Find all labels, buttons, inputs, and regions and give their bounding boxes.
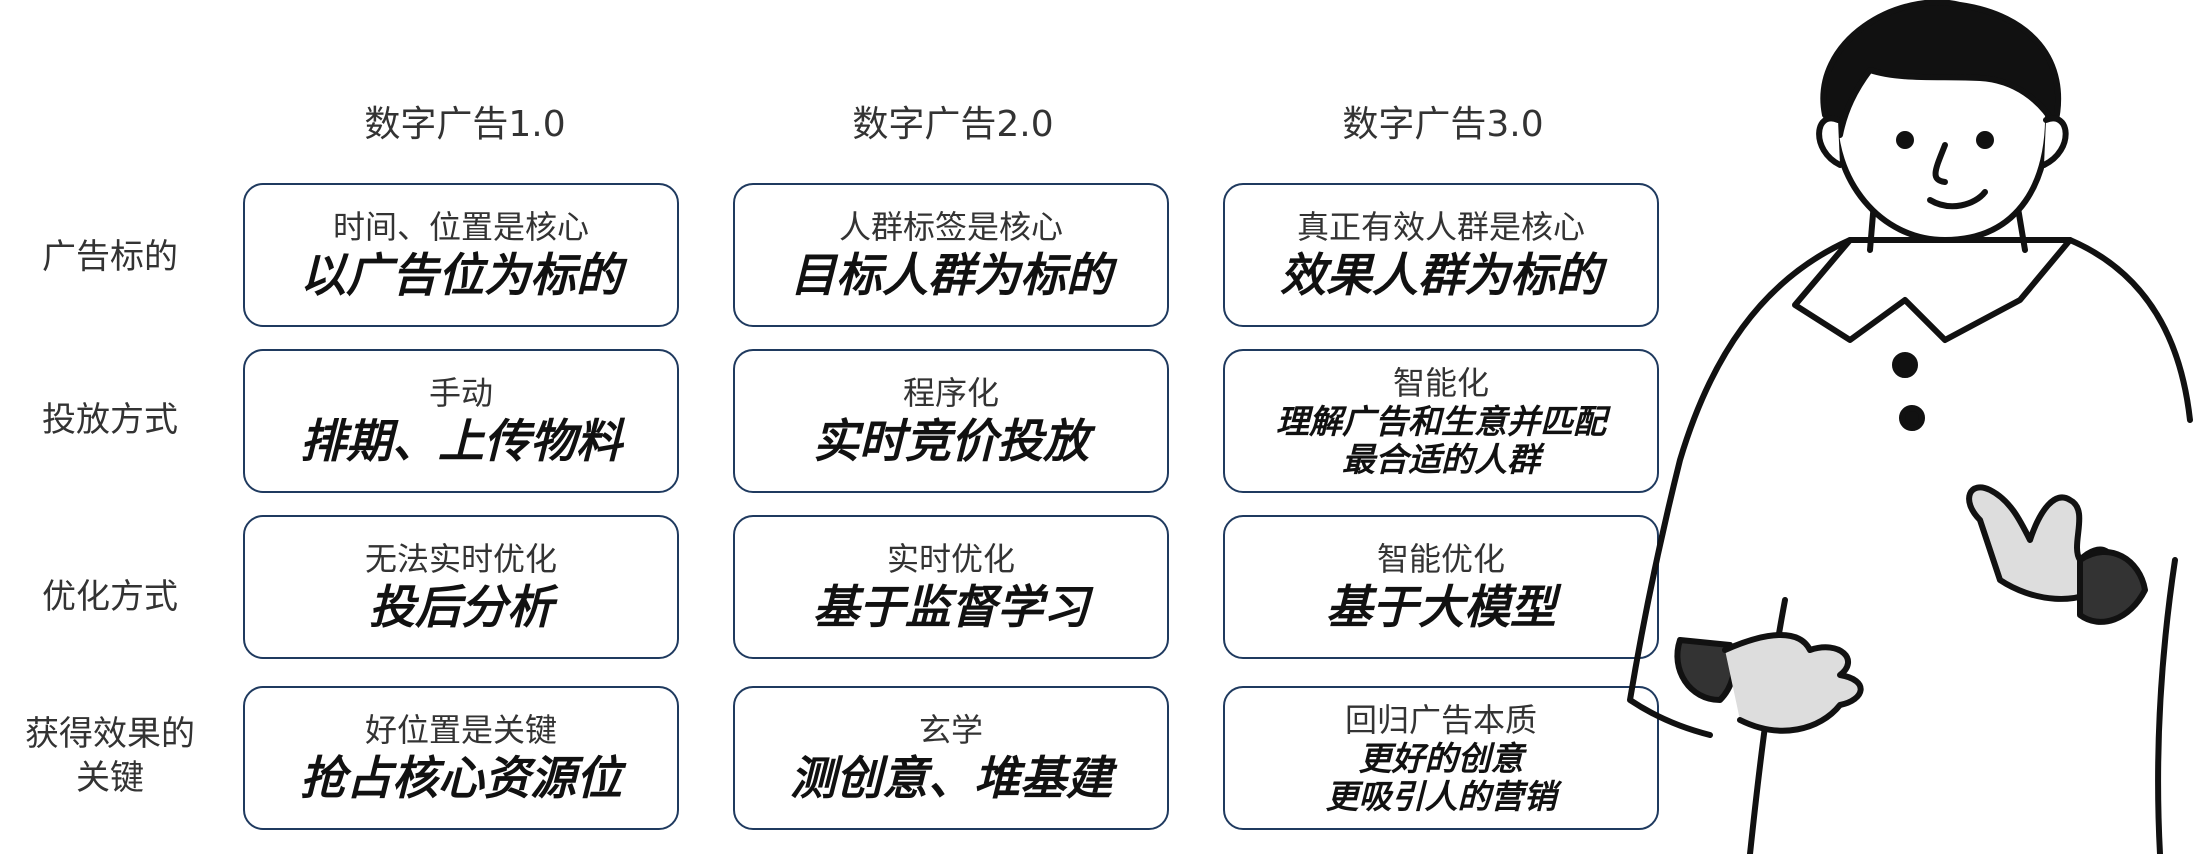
row-label-ad-target: 广告标的 [42,237,178,277]
cell-subtitle: 人群标签是核心 [838,208,1063,246]
cell-r3-c2: 实时优化 基于监督学习 [733,515,1169,659]
cell-r1-c1: 时间、位置是核心 以广告位为标的 [243,183,679,327]
cell-subtitle: 智能优化 [1376,540,1505,578]
cell-main-text: 实时竞价投放 [813,414,1089,468]
cell-subtitle: 手动 [428,374,493,412]
button-1 [1892,352,1918,378]
cell-main-text-line2: 最合适的人群 [1342,440,1540,479]
open-hand [1722,632,1864,734]
cell-r1-c2: 人群标签是核心 目标人群为标的 [733,183,1169,327]
cell-main-text: 抢占核心资源位 [300,751,622,805]
cell-subtitle: 时间、位置是核心 [332,208,589,246]
cell-r3-c3: 智能优化 基于大模型 [1223,515,1659,659]
cell-subtitle: 程序化 [902,374,999,412]
button-2 [1899,405,1925,431]
row-label-optimization: 优化方式 [42,577,178,617]
cell-subtitle: 无法实时优化 [364,540,557,578]
cell-main-text: 基于大模型 [1326,580,1556,634]
cell-main-text: 效果人群为标的 [1280,248,1602,302]
left-eye [1896,131,1914,149]
right-ear [2041,115,2069,168]
shirt-outline [1627,237,2193,854]
row-label-key-factor-line2: 关键 [76,758,144,798]
cell-subtitle: 回归广告本质 [1344,701,1537,739]
right-eye [1976,131,1994,149]
column-header-2: 数字广告2.0 [852,104,1054,145]
cell-main-text-line1: 更好的创意 [1358,739,1524,778]
cell-r1-c3: 真正有效人群是核心 效果人群为标的 [1223,183,1659,327]
presenter-illustration [1627,0,2193,854]
cell-subtitle: 好位置是关键 [364,711,557,749]
row-label-delivery: 投放方式 [42,400,178,440]
cell-r4-c2: 玄学 测创意、堆基建 [733,686,1169,830]
mouth [1927,189,1988,210]
cell-subtitle: 真正有效人群是核心 [1296,208,1585,246]
cell-r2-c1: 手动 排期、上传物料 [243,349,679,493]
cell-r4-c1: 好位置是关键 抢占核心资源位 [243,686,679,830]
right-cuff [2077,548,2148,625]
row-label-key-factor: 获得效果的 [25,714,195,754]
cell-main-text-line1: 理解广告和生意并匹配 [1276,402,1606,441]
column-header-1: 数字广告1.0 [364,104,566,145]
cell-r2-c3: 智能化 理解广告和生意并匹配 最合适的人群 [1223,349,1659,493]
cell-main-text: 排期、上传物料 [300,414,622,468]
cell-main-text: 基于监督学习 [813,580,1089,634]
cell-main-text: 投后分析 [369,580,553,634]
cell-main-text: 测创意、堆基建 [790,751,1112,805]
cell-main-text: 目标人群为标的 [790,248,1112,302]
cell-main-text-line2: 更吸引人的营销 [1325,777,1557,816]
cell-r2-c2: 程序化 实时竞价投放 [733,349,1169,493]
nose [1932,142,1948,185]
column-header-3: 数字广告3.0 [1342,104,1544,145]
collar [1792,237,2073,343]
cell-subtitle: 玄学 [918,711,983,749]
cell-subtitle: 实时优化 [886,540,1015,578]
cell-subtitle: 智能化 [1392,364,1489,402]
cell-main-text: 以广告位为标的 [300,248,622,302]
cell-r4-c3: 回归广告本质 更好的创意 更吸引人的营销 [1223,686,1659,830]
cell-r3-c1: 无法实时优化 投后分析 [243,515,679,659]
left-ear [1816,115,1843,168]
